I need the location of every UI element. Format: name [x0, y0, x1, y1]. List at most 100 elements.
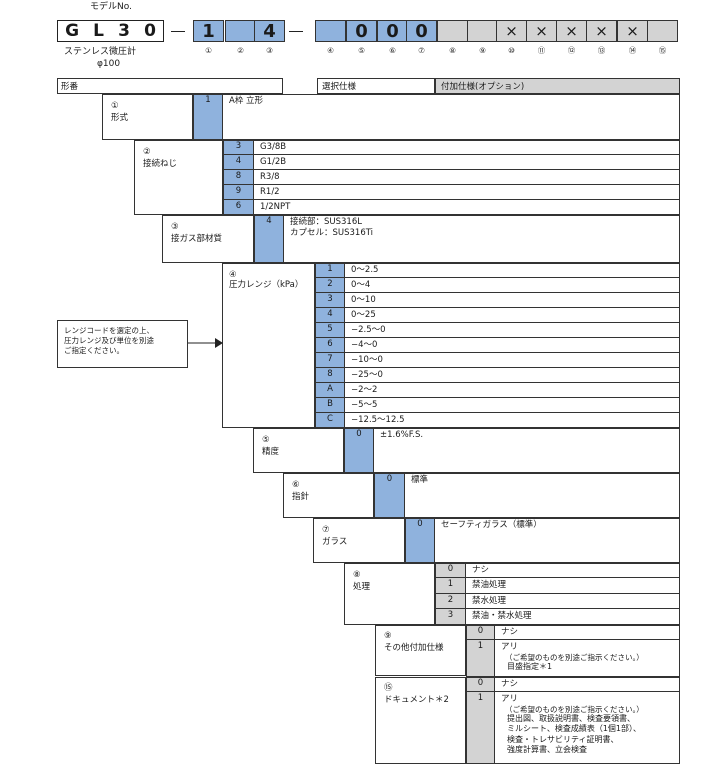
section-8-number: ⑧: [353, 570, 361, 580]
option-row: −25〜0: [345, 368, 680, 383]
code-digit-12: ×: [556, 20, 587, 42]
option-text: 0〜10: [351, 295, 376, 305]
code-number-1: ①: [205, 46, 212, 55]
option-code: 1: [477, 693, 484, 703]
model-char: 3: [118, 21, 130, 41]
code-digit-4: [315, 20, 346, 42]
option-text: G3/8B: [260, 142, 287, 152]
section-2-description-area: [254, 140, 680, 215]
code-digit-3: 4: [254, 20, 285, 42]
code-number-6: ⑥: [389, 46, 396, 55]
code-digit-13: ×: [586, 20, 617, 42]
section-5-description-area: [374, 428, 680, 473]
option-row: G3/8B: [254, 140, 680, 155]
section-3-number: ③: [171, 222, 179, 232]
option-code: 2: [315, 278, 345, 293]
code-number-10: ⑩: [508, 46, 515, 55]
code-digit-15: [647, 20, 678, 42]
option-code: 4: [223, 155, 254, 170]
band-select-spec: 選択仕様: [317, 78, 435, 94]
option-code: 1: [315, 263, 345, 278]
code-number-11: ⑪: [537, 46, 546, 55]
section-9-number: ⑨: [384, 631, 392, 641]
section-3-label: 接ガス部材質: [171, 234, 223, 244]
option-row: ナシ: [495, 677, 680, 692]
option-row: アリ（ご希望のものを別途ご指示ください。）提出図、取扱説明書、検査要領書、 ミル…: [495, 692, 680, 764]
option-text: R3/8: [260, 172, 280, 182]
section-1-code-column: [193, 94, 223, 140]
section-7-label-box: ⑦ ガラス: [313, 518, 405, 563]
option-row: −2.5〜0: [345, 323, 680, 338]
section-15-label: ドキュメント＊2: [384, 695, 449, 705]
option-text: セーフティガラス（標準）: [441, 520, 542, 530]
option-row: G1/2B: [254, 155, 680, 170]
option-row: ±1.6%F.S.: [374, 428, 680, 473]
option-row: −4〜0: [345, 338, 680, 353]
option-row: 1/2NPT: [254, 200, 680, 215]
option-code: 0: [417, 519, 423, 529]
option-code: 8: [223, 170, 254, 185]
code-number-3: ③: [266, 46, 273, 55]
section-5-label-box: ⑤ 精度: [253, 428, 344, 473]
option-code: 0: [466, 677, 495, 692]
code-digit-11: ×: [526, 20, 557, 42]
option-text: G1/2B: [260, 157, 287, 167]
option-text: ±1.6%F.S.: [380, 430, 424, 440]
option-text: −25〜0: [351, 370, 383, 380]
section-7-label: ガラス: [322, 537, 348, 547]
code-digit-8: [437, 20, 468, 42]
code-digit-2: [225, 20, 256, 42]
option-text: アリ: [501, 642, 519, 652]
option-text: 0〜4: [351, 280, 371, 290]
option-row: ナシ: [466, 563, 680, 578]
option-text: ナシ: [501, 627, 519, 637]
option-detail: 提出図、取扱説明書、検査要領書、 ミルシート、検査成績表（1個1部）、 検査・ト…: [507, 714, 642, 755]
product-name: ステンレス微圧計: [64, 47, 137, 57]
code-number-13: ⑬: [597, 46, 606, 55]
section-5-label: 精度: [262, 447, 280, 457]
band-option-spec: 付加仕様(オプション): [435, 78, 680, 94]
section-9-description-area: [495, 625, 680, 677]
option-row: 0〜4: [345, 278, 680, 293]
option-row: 0〜25: [345, 308, 680, 323]
option-row: −2〜2: [345, 383, 680, 398]
option-text: 禁水処理: [472, 596, 507, 606]
section-6-code-column: [374, 473, 405, 518]
option-row: アリ（ご希望のものを別途ご指示ください。）目盛指定＊1: [495, 640, 680, 677]
dash-1: [171, 31, 185, 32]
dash-2: [289, 31, 303, 32]
section-6-label-box: ⑥ 指針: [283, 473, 374, 518]
code-digit-9: [467, 20, 498, 42]
code-number-5: ⑤: [358, 46, 365, 55]
section-6-label: 指針: [292, 492, 310, 502]
option-row: 標準: [405, 473, 680, 518]
section-6-number: ⑥: [292, 480, 300, 490]
option-row: 禁油・禁水処理: [466, 609, 680, 625]
option-code: 1: [205, 95, 211, 105]
code-number-14: ⑭: [628, 46, 637, 55]
section-4-label-box: ④ 圧力レンジ（kPa）: [222, 263, 315, 428]
option-text: ナシ: [472, 565, 490, 575]
section-6-description-area: [405, 473, 680, 518]
option-code: 1: [477, 641, 484, 651]
section-4-description-area: [345, 263, 680, 428]
option-code: 5: [315, 323, 345, 338]
section-8-code-column: [435, 563, 466, 625]
option-code: C: [327, 414, 333, 424]
option-code: 0: [435, 563, 466, 578]
range-code-note: レンジコードを選定の上、 圧力レンジ及び単位を別途 ご指定ください。: [57, 320, 188, 368]
option-row: 禁油処理: [466, 578, 680, 594]
section-2-code-column: [223, 140, 254, 215]
option-text: −2〜2: [351, 385, 378, 395]
section-1-label-box: ① 形式: [102, 94, 193, 140]
option-text: −2.5〜0: [351, 325, 386, 335]
section-4-number: ④: [229, 270, 237, 280]
option-code: 4: [315, 308, 345, 323]
option-text: A枠 立形: [229, 96, 264, 106]
option-code: 1: [435, 578, 466, 594]
option-row: ナシ: [495, 625, 680, 640]
section-15-label-box: ⑮ ドキュメント＊2: [375, 677, 466, 764]
option-code: A: [315, 383, 345, 398]
code-digit-14: ×: [617, 20, 648, 42]
